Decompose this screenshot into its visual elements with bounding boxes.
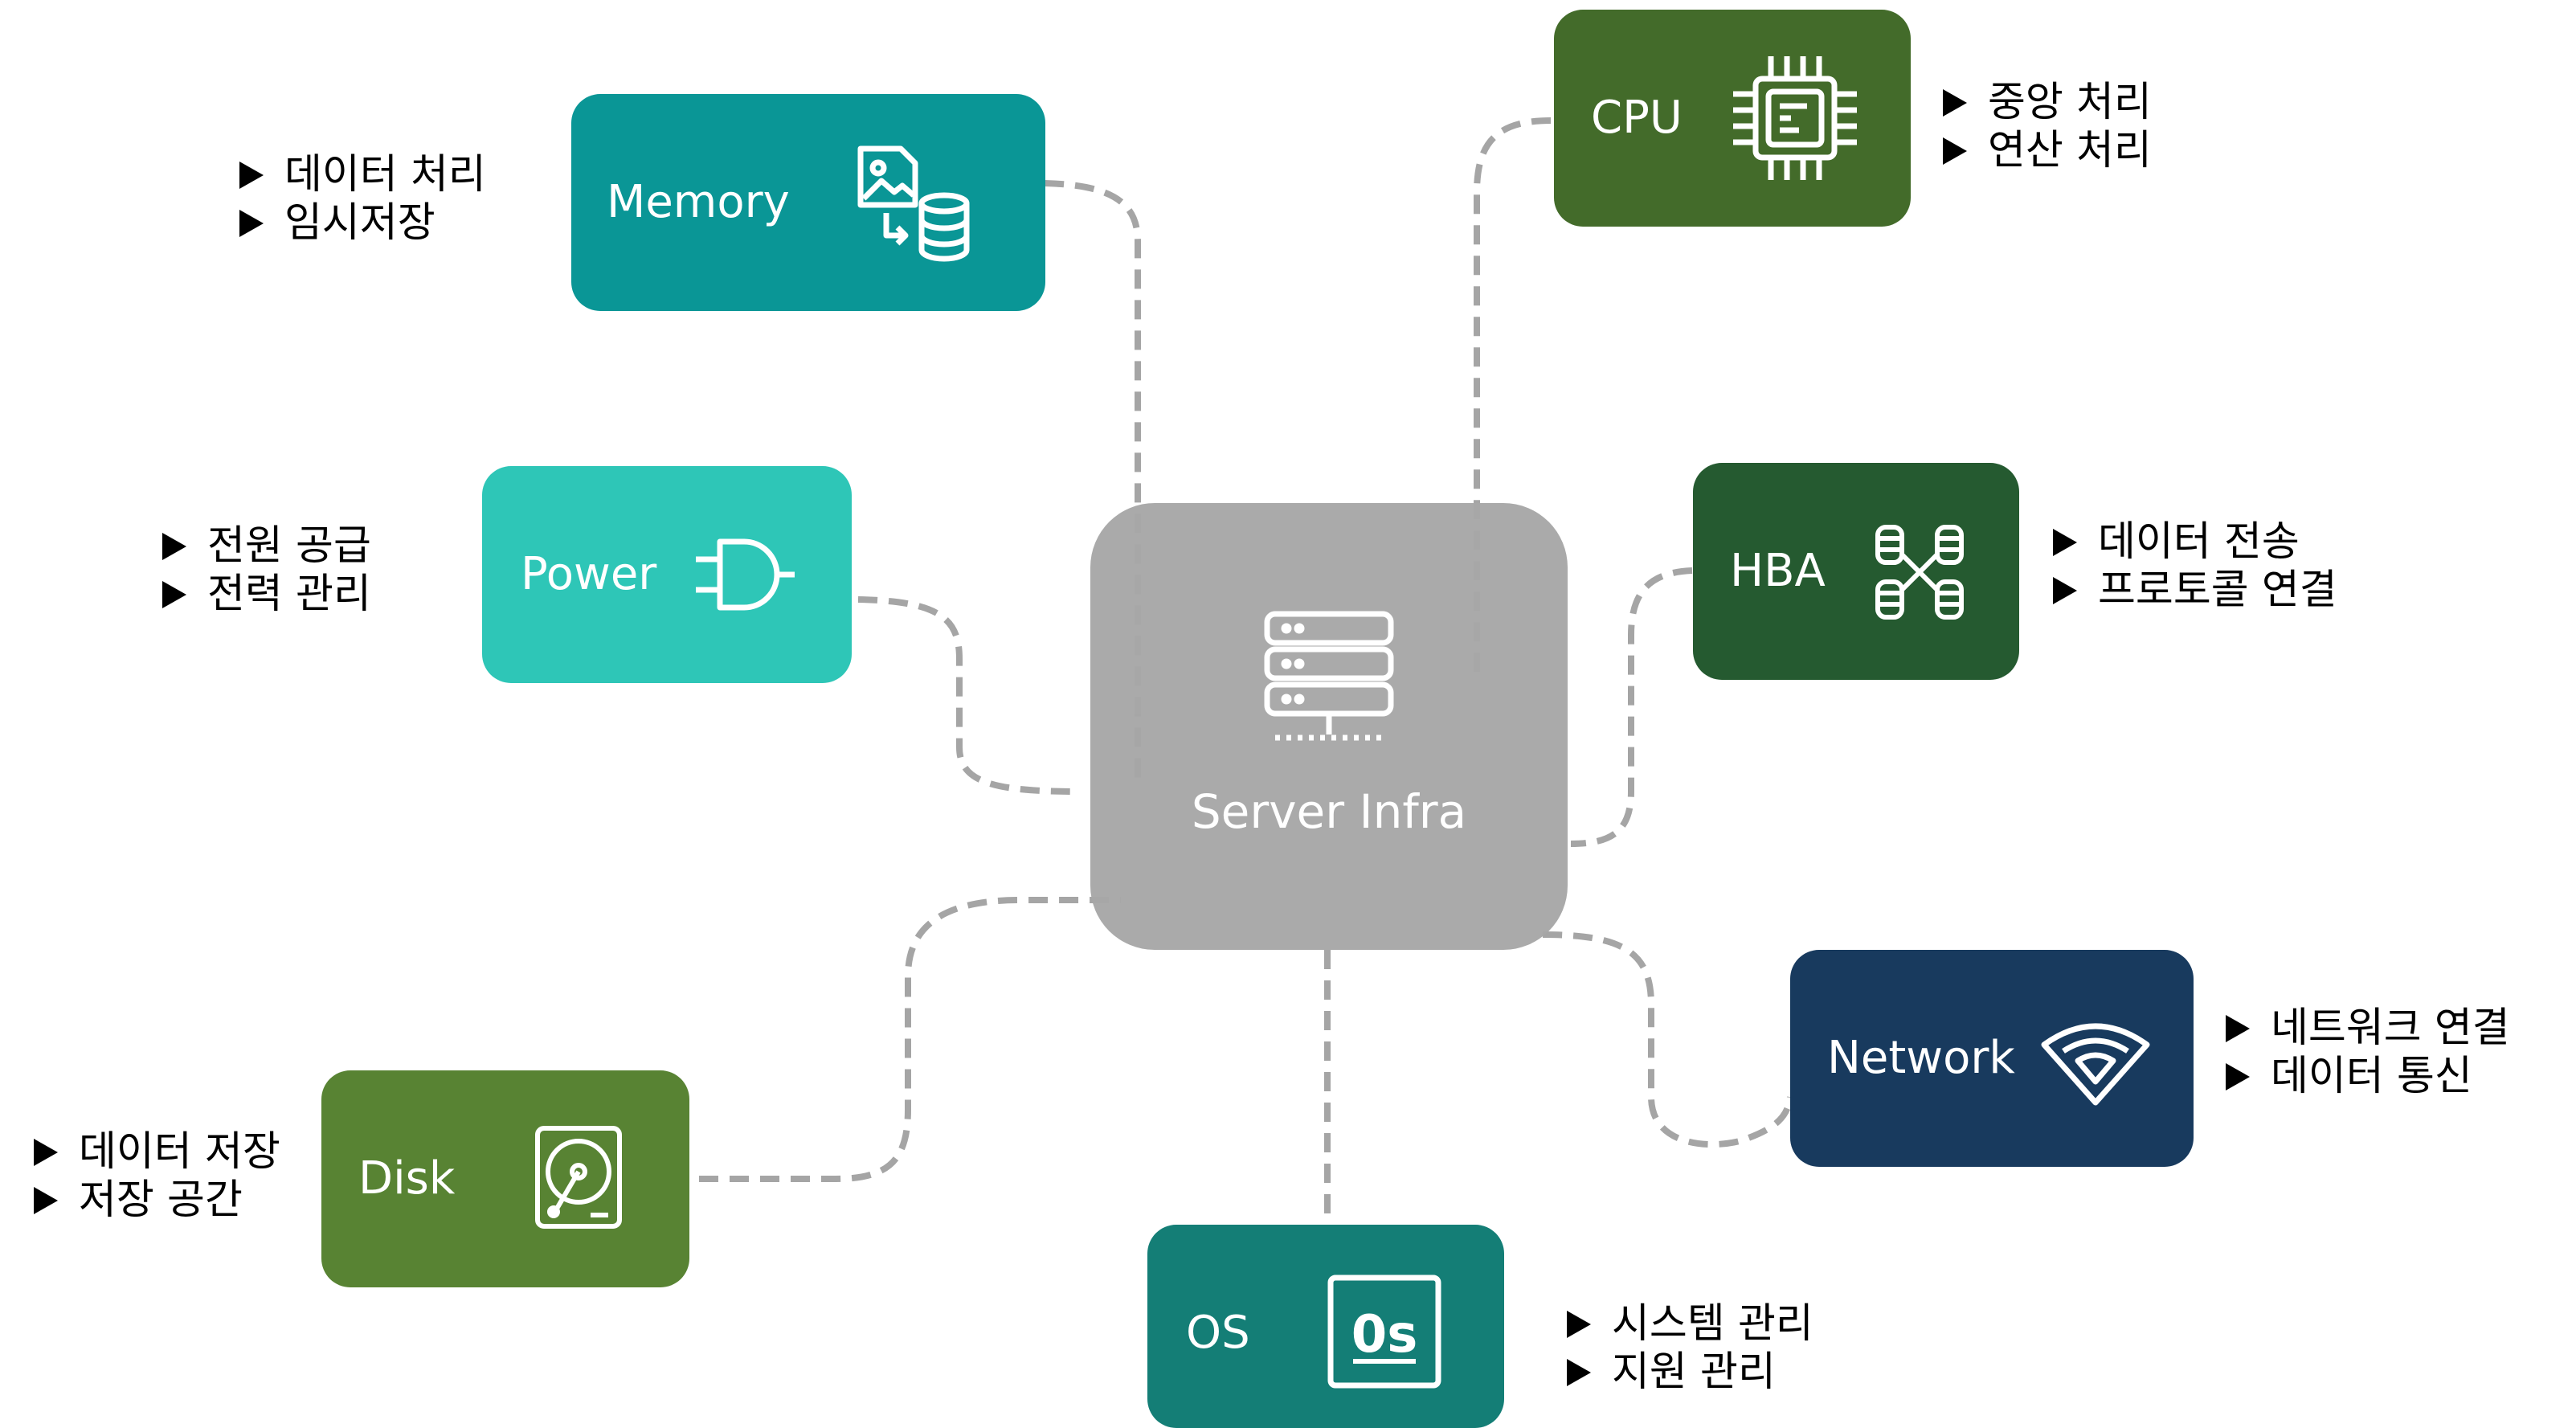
triangle-bullet-icon	[1567, 1311, 1591, 1338]
os-box: OS 0s	[1147, 1225, 1504, 1428]
bullet-item: 중앙 처리	[1943, 79, 2152, 127]
connector-network	[1542, 931, 1793, 1148]
memory-label: Memory	[607, 176, 790, 228]
svg-text:0s: 0s	[1351, 1305, 1418, 1365]
triangle-bullet-icon	[162, 533, 186, 560]
bullet-item: 전원 공급	[162, 522, 371, 571]
memory-bullets: 데이터 처리 임시저장	[239, 151, 486, 248]
connector-cpu	[1474, 117, 1552, 679]
bullet-item: 데이터 전송	[2053, 518, 2337, 567]
cpu-bullets: 중앙 처리 연산 처리	[1943, 79, 2152, 175]
bullet-item: 데이터 통신	[2226, 1053, 2510, 1101]
hba-network-icon	[1873, 522, 1966, 622]
bullet-item: 데이터 처리	[239, 151, 486, 199]
bullet-item: 임시저장	[239, 199, 486, 248]
network-bullets: 네트워크 연결 데이터 통신	[2226, 1005, 2510, 1101]
wireless-signal-icon	[2039, 1014, 2152, 1107]
cpu-box: CPU	[1554, 10, 1911, 227]
server-rack-icon	[1259, 608, 1399, 751]
connector-power	[857, 596, 1082, 795]
os-badge-icon: 0s	[1326, 1273, 1443, 1390]
bullet-item: 전력 관리	[162, 571, 371, 619]
triangle-bullet-icon	[2226, 1063, 2250, 1090]
server-infra-hub: Server Infra	[1090, 503, 1568, 950]
memory-box: Memory	[571, 94, 1045, 311]
triangle-bullet-icon	[34, 1187, 58, 1214]
image-to-database-icon	[849, 141, 978, 269]
hba-box: HBA	[1693, 463, 2019, 680]
cpu-label: CPU	[1591, 92, 1683, 144]
triangle-bullet-icon	[2053, 529, 2077, 556]
triangle-bullet-icon	[1943, 137, 1967, 165]
triangle-bullet-icon	[34, 1139, 58, 1166]
bullet-item: 지원 관리	[1567, 1348, 1813, 1397]
triangle-bullet-icon	[1943, 89, 1967, 117]
triangle-bullet-icon	[239, 162, 264, 189]
disk-label: Disk	[358, 1152, 456, 1205]
os-bullets: 시스템 관리 지원 관리	[1567, 1300, 1813, 1397]
network-label: Network	[1827, 1032, 2015, 1084]
hard-disk-icon	[534, 1125, 623, 1230]
triangle-bullet-icon	[162, 581, 186, 608]
triangle-bullet-icon	[1567, 1359, 1591, 1386]
bullet-item: 저장 공간	[34, 1176, 280, 1225]
bullet-item: 시스템 관리	[1567, 1300, 1813, 1348]
triangle-bullet-icon	[239, 210, 264, 237]
triangle-bullet-icon	[2226, 1015, 2250, 1042]
connector-hba	[1570, 567, 1693, 847]
server-infra-label: Server Infra	[1191, 784, 1467, 839]
power-box: Power	[482, 466, 852, 683]
hba-label: HBA	[1730, 545, 1826, 597]
bullet-item: 데이터 저장	[34, 1128, 280, 1176]
cpu-chip-icon	[1727, 50, 1863, 186]
disk-box: Disk	[321, 1070, 689, 1287]
power-plug-icon	[693, 530, 797, 619]
bullet-item: 네트워크 연결	[2226, 1005, 2510, 1053]
power-label: Power	[521, 548, 657, 600]
bullet-item: 연산 처리	[1943, 127, 2152, 175]
power-bullets: 전원 공급 전력 관리	[162, 522, 371, 619]
network-box: Network	[1790, 950, 2194, 1167]
bullet-item: 프로토콜 연결	[2053, 567, 2337, 615]
connector-memory	[1044, 180, 1141, 788]
disk-bullets: 데이터 저장 저장 공간	[34, 1128, 280, 1225]
hba-bullets: 데이터 전송 프로토콜 연결	[2053, 518, 2337, 615]
os-label: OS	[1186, 1307, 1250, 1359]
triangle-bullet-icon	[2053, 577, 2077, 604]
connector-disk	[699, 897, 1121, 1182]
